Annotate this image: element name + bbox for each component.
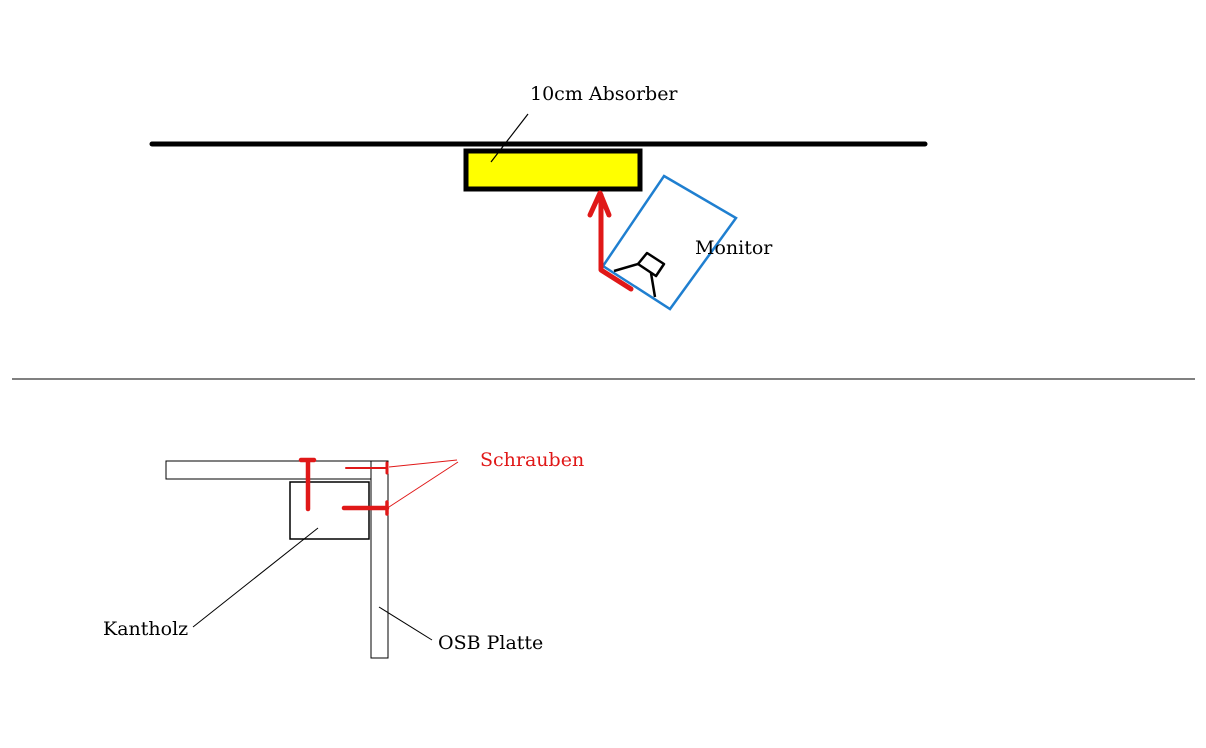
speaker-driver-icon [613, 251, 666, 298]
monitor-label: Monitor [695, 237, 773, 259]
batten-leader-line [192, 527, 319, 628]
monitor-outline [601, 174, 738, 311]
absorber-label: 10cm Absorber [530, 83, 678, 105]
batten-label: Kantholz [103, 618, 189, 640]
screws-label: Schrauben [480, 449, 585, 471]
osb-board-horizontal [165, 460, 372, 480]
reflection-arrow-icon [587, 190, 634, 292]
absorber-leader-line [490, 113, 529, 163]
screws-leader-lines [388, 459, 459, 508]
screw-vertical-icon [298, 457, 317, 512]
screw-horizontal-top-icon [345, 461, 389, 475]
batten-rect [289, 481, 370, 540]
osb-board-label: OSB Platte [438, 632, 544, 654]
osb-board-vertical [370, 460, 389, 659]
screw-horizontal-bottom-icon [341, 500, 390, 516]
absorber-rect [463, 148, 643, 192]
osb-leader-line [378, 606, 433, 641]
